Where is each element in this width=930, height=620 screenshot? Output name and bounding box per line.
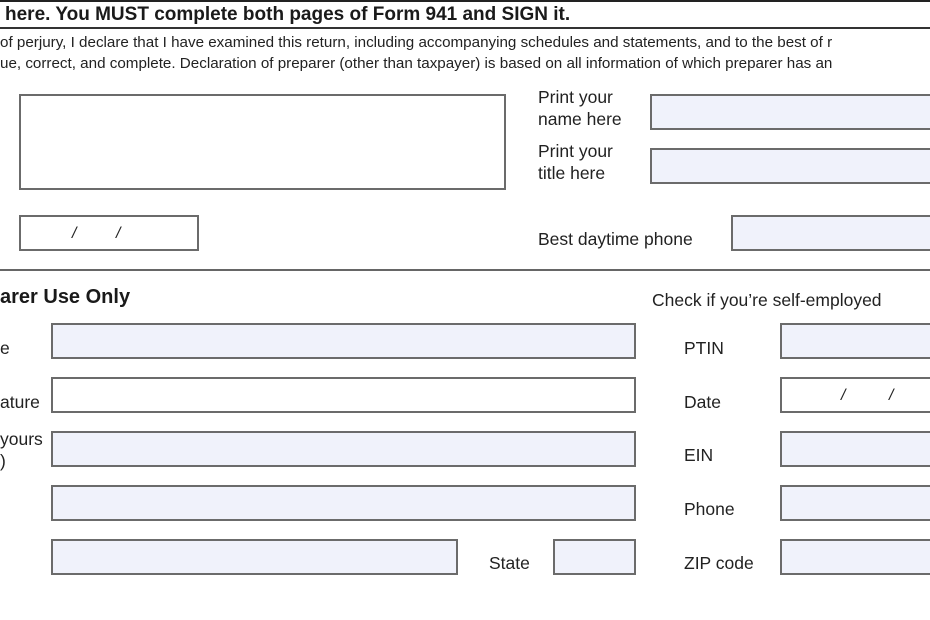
preparer-date-label: Date: [684, 392, 721, 412]
print-name-input[interactable]: [650, 94, 930, 130]
address-input[interactable]: [51, 485, 636, 521]
ein-input[interactable]: [780, 431, 930, 467]
firm-name-label-line-1: yours: [0, 429, 43, 449]
city-input[interactable]: [51, 539, 458, 575]
date-separator: /: [116, 225, 121, 242]
section-divider: [0, 269, 930, 271]
date-separator: /: [841, 387, 846, 404]
preparer-phone-label: Phone: [684, 499, 735, 519]
declaration-line-2: ue, correct, and complete. Declaration o…: [0, 55, 833, 72]
print-name-label-line-1: Print your: [538, 87, 613, 107]
state-input[interactable]: [553, 539, 636, 575]
signature-box[interactable]: [19, 94, 506, 190]
preparer-section-title: arer Use Only: [0, 286, 131, 308]
state-label: State: [489, 553, 530, 573]
preparer-signature-label: ature: [0, 392, 40, 412]
sign-date-field[interactable]: / /: [19, 215, 199, 251]
self-employed-label: Check if you’re self-employed: [652, 290, 882, 310]
zip-code-label: ZIP code: [684, 553, 754, 573]
preparer-signature-box[interactable]: [51, 377, 636, 413]
print-title-label-line-2: title here: [538, 163, 606, 183]
part-header-rule: [0, 27, 930, 29]
top-rule: [0, 0, 930, 2]
print-title-input[interactable]: [650, 148, 930, 184]
print-title-label: Print your title here: [538, 140, 613, 184]
best-daytime-phone-label: Best daytime phone: [538, 229, 693, 249]
ptin-input[interactable]: [780, 323, 930, 359]
preparer-date-field[interactable]: / /: [780, 377, 930, 413]
print-title-label-line-1: Print your: [538, 141, 613, 161]
preparer-name-input[interactable]: [51, 323, 636, 359]
firm-name-input[interactable]: [51, 431, 636, 467]
ptin-label: PTIN: [684, 338, 724, 358]
zip-code-input[interactable]: [780, 539, 930, 575]
print-name-label: Print your name here: [538, 86, 622, 130]
firm-name-label: yours ): [0, 428, 43, 472]
declaration-text: of perjury, I declare that I have examin…: [0, 32, 930, 74]
ein-label: EIN: [684, 445, 714, 465]
best-daytime-phone-input[interactable]: [731, 215, 930, 251]
preparer-name-label: e: [0, 338, 10, 358]
firm-name-label-line-2: ): [0, 451, 6, 471]
print-name-label-line-2: name here: [538, 109, 622, 129]
date-separator: /: [72, 225, 77, 242]
preparer-phone-input[interactable]: [780, 485, 930, 521]
part-header: here. You MUST complete both pages of Fo…: [5, 4, 571, 25]
date-separator: /: [889, 387, 894, 404]
declaration-line-1: of perjury, I declare that I have examin…: [0, 34, 833, 51]
